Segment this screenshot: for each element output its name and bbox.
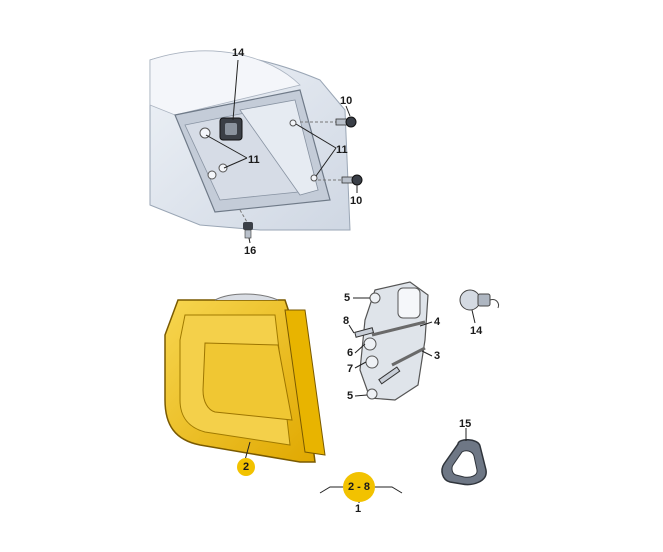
callout-range-badge: 2 - 8 bbox=[343, 472, 375, 502]
callout-11-right: 11 bbox=[336, 144, 348, 156]
callout-14-top: 14 bbox=[232, 47, 245, 59]
callout-16: 16 bbox=[244, 245, 257, 257]
callout-4: 4 bbox=[434, 316, 441, 328]
leader-lines-top bbox=[205, 59, 358, 244]
callout-15: 15 bbox=[459, 418, 472, 430]
callout-5-bottom: 5 bbox=[347, 390, 354, 402]
callout-10-bottom: 10 bbox=[350, 195, 363, 207]
tail-lamp bbox=[164, 293, 326, 463]
screw-icon-top bbox=[300, 116, 357, 128]
gasket-icon bbox=[441, 439, 487, 486]
screw-icon-bottom bbox=[318, 174, 363, 186]
callout-11-left: 11 bbox=[248, 154, 260, 166]
callout-1: 1 bbox=[355, 503, 362, 515]
bulb-holder bbox=[359, 281, 429, 401]
callout-5-top: 5 bbox=[344, 292, 351, 304]
callout-14-bulb: 14 bbox=[470, 325, 483, 337]
callout-8: 8 bbox=[343, 315, 350, 327]
car-rear-panel bbox=[149, 50, 351, 231]
callout-2-badge: 2 bbox=[237, 458, 255, 476]
callout-10-top: 10 bbox=[340, 95, 353, 107]
callout-7: 7 bbox=[347, 363, 354, 375]
leader-14-bulb bbox=[471, 309, 476, 324]
leader-2 bbox=[244, 441, 251, 461]
callout-6: 6 bbox=[347, 347, 354, 359]
clip-icon bbox=[239, 209, 253, 239]
bulb-icon-group bbox=[354, 320, 426, 385]
callout-3: 3 bbox=[434, 350, 441, 362]
bulb-icon bbox=[459, 289, 499, 311]
leader-lines-holder bbox=[348, 297, 433, 397]
